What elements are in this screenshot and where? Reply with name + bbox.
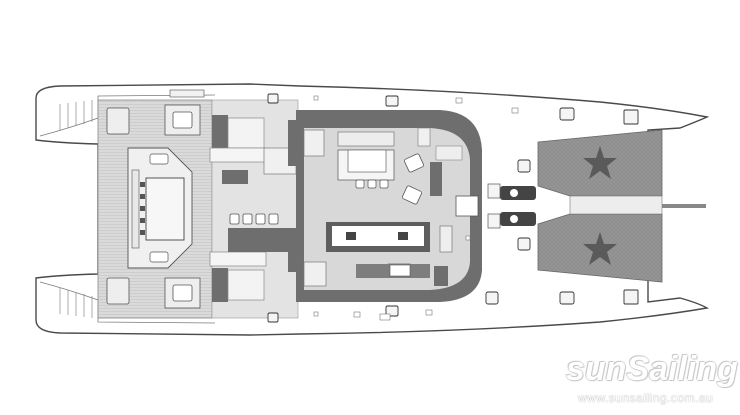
bow-winch-starboard <box>500 212 536 226</box>
aft-dining-table <box>145 177 185 241</box>
salon-nav-console <box>430 162 442 196</box>
cockpit-stools <box>229 213 279 225</box>
cockpit-helm-unit <box>222 170 248 184</box>
galley-stair <box>303 261 327 287</box>
galley-worktop <box>332 226 424 246</box>
anchor-locker-port <box>487 183 501 199</box>
galley-fridge <box>439 225 453 253</box>
cockpit-bar-counter-starboard <box>209 251 267 267</box>
aft-davit-marker <box>169 89 205 98</box>
salon-armchairs <box>402 153 424 205</box>
aft-hatch-port-inner <box>172 111 193 129</box>
cockpit-dark-wall <box>288 120 296 166</box>
bow-winch-port <box>500 186 536 200</box>
galley-cabinet-dark <box>434 266 448 286</box>
cockpit-lounger-starboard <box>227 269 265 301</box>
aft-locker-starboard-outer <box>106 277 130 305</box>
cockpit-column-port <box>212 115 228 149</box>
aft-hatch-starboard-inner <box>172 284 193 302</box>
salon-sideboard <box>337 131 395 147</box>
aft-cushion-top <box>149 153 169 165</box>
bowsprit <box>662 204 706 208</box>
sunsailing-logo: sunSailing <box>566 350 738 388</box>
aft-bench <box>131 169 140 249</box>
salon-cabinet <box>435 145 463 161</box>
anchor-locker-starboard <box>487 213 501 229</box>
starboard-aft-steps <box>59 288 93 318</box>
cockpit-lounger <box>227 117 265 149</box>
port-aft-steps <box>59 100 93 130</box>
salon-table <box>347 149 387 173</box>
aft-table-chairs <box>140 182 145 235</box>
salon-stair-block <box>303 129 325 157</box>
cockpit-column-starboard <box>212 268 228 302</box>
salon-stools <box>355 179 389 189</box>
aft-cushion-bottom <box>149 251 169 263</box>
cockpit-bar-counter <box>209 147 267 163</box>
cockpit-table-dark <box>228 228 288 252</box>
aft-locker-port-outer <box>106 107 130 135</box>
forward-door <box>455 195 479 217</box>
cockpit-dark-wall-starboard <box>288 228 296 272</box>
trampoline-star-port <box>583 146 617 179</box>
deck-hatches <box>267 93 639 323</box>
galley-stove-top <box>389 264 411 277</box>
bow-crossbeam <box>569 195 663 215</box>
deck-small-hatches <box>313 95 519 321</box>
watermark-url: www.sunsailing.com.au <box>578 391 714 405</box>
trampoline-star-starboard <box>583 232 617 265</box>
galley-appliances <box>346 232 408 240</box>
salon-forward-ladder <box>417 127 431 147</box>
